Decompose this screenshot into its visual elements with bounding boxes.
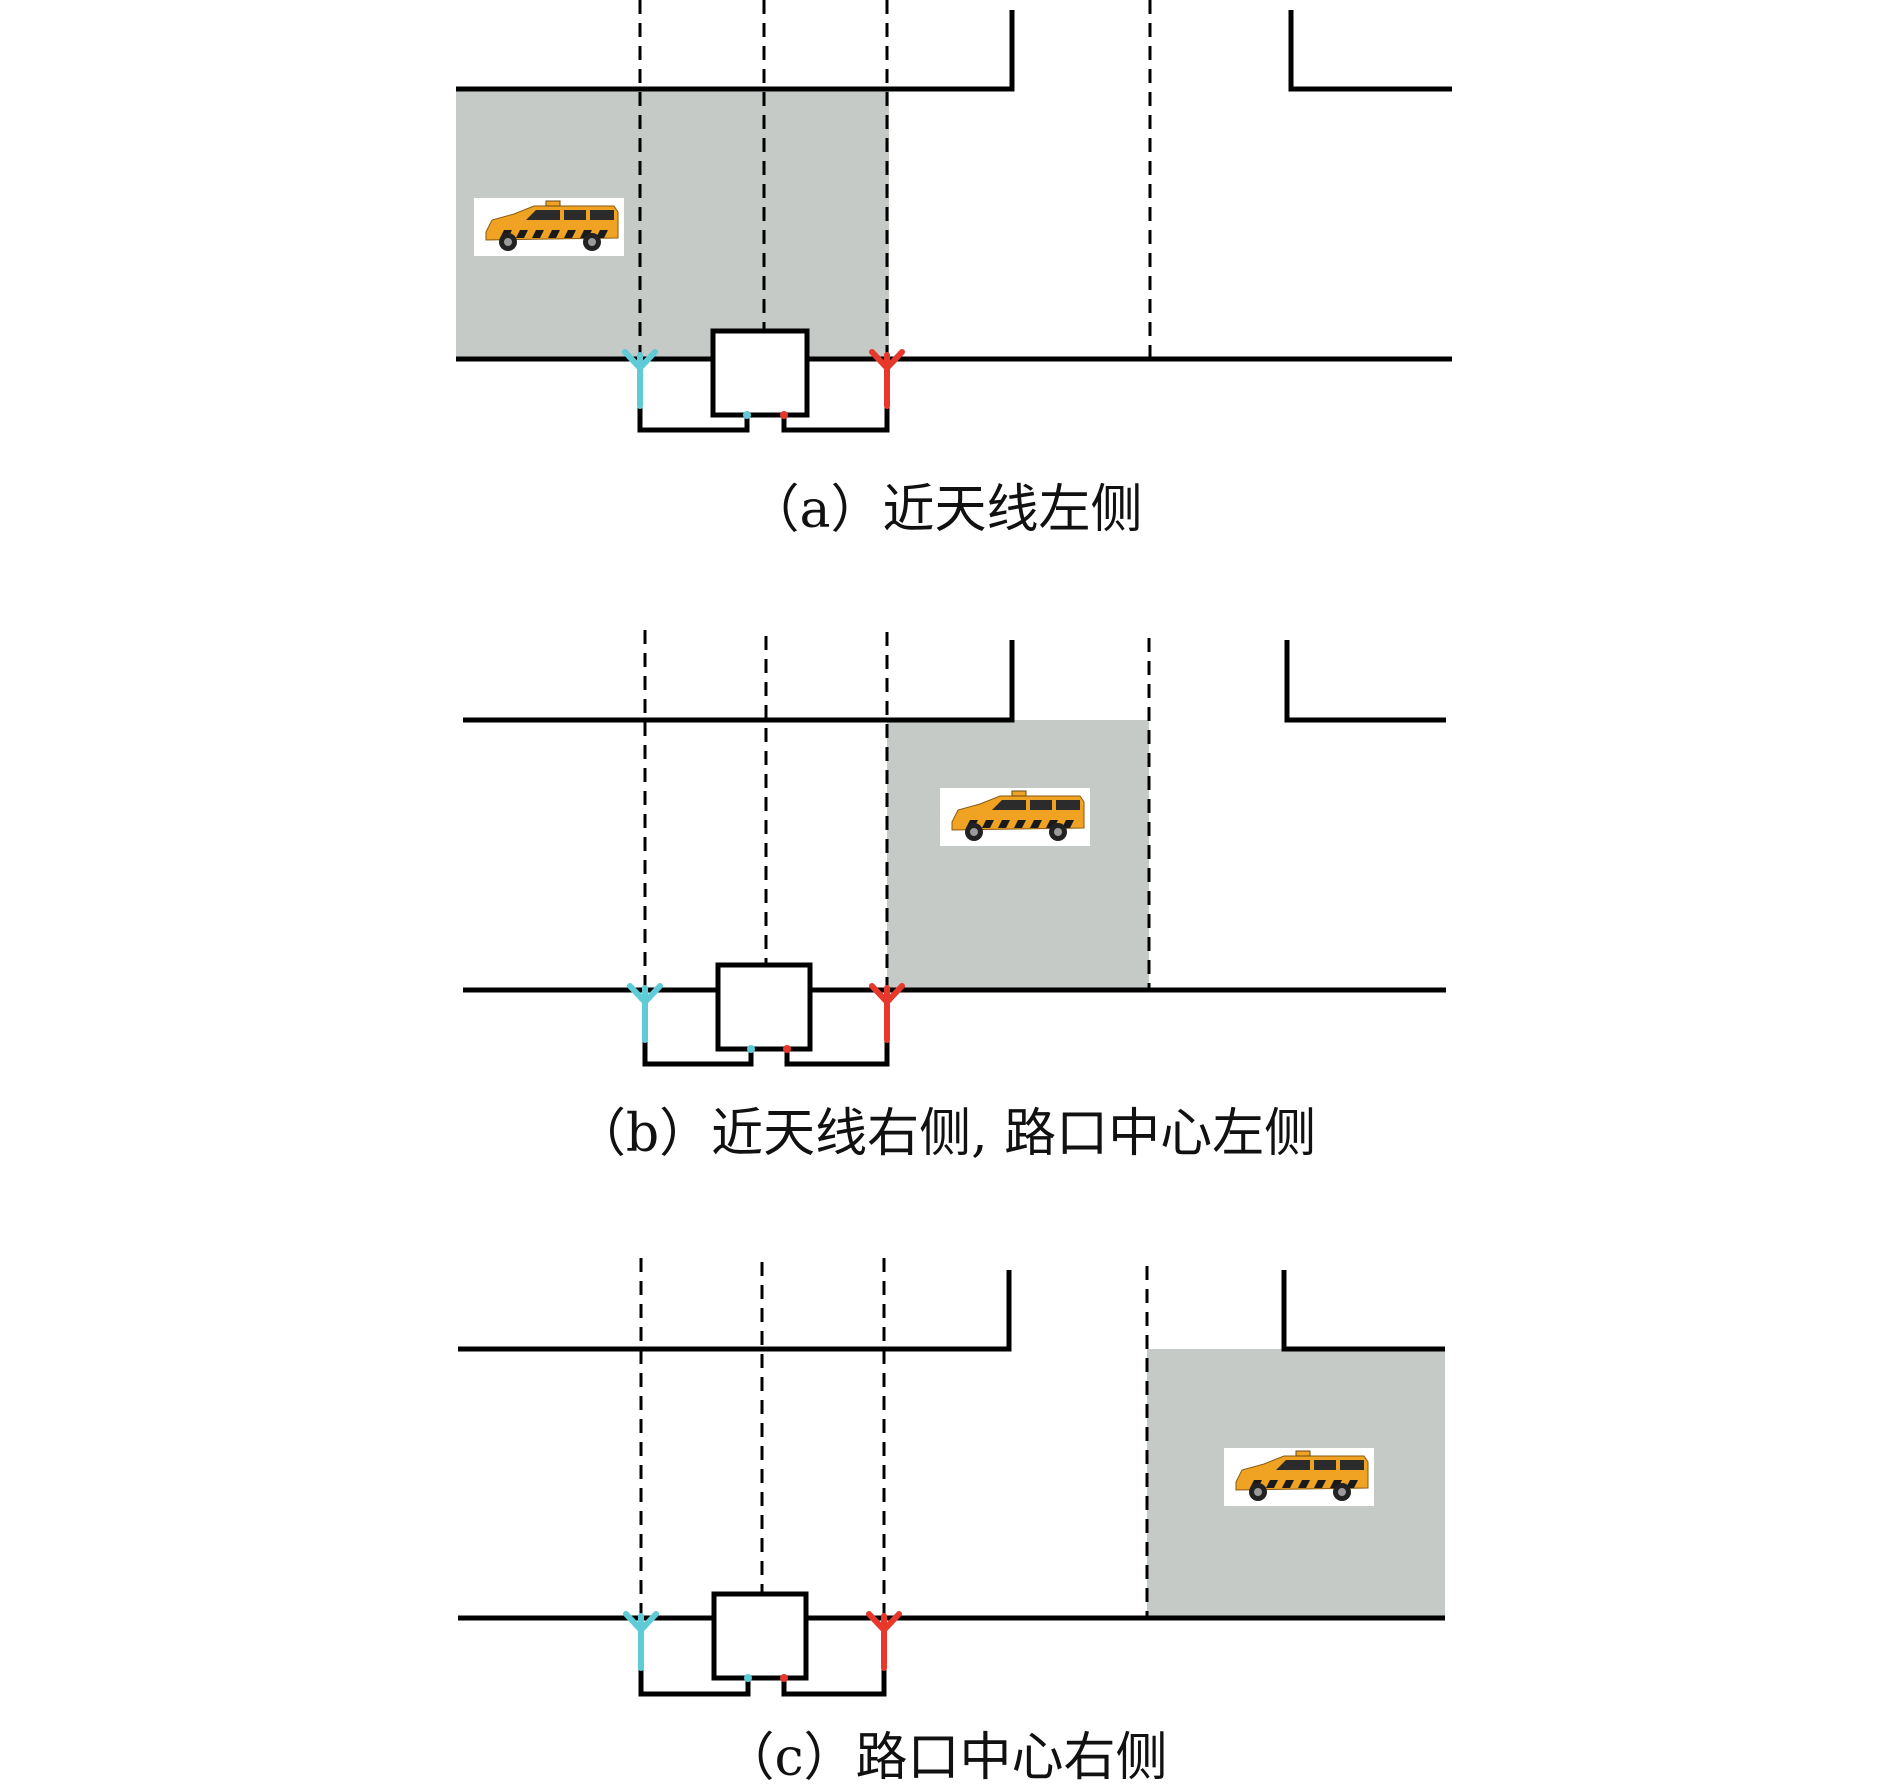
road-top-left-b	[463, 640, 1015, 723]
panel-a	[456, 0, 1452, 433]
vehicle-zone-b	[887, 720, 1149, 990]
antenna-icon	[869, 349, 905, 409]
caption-panel-b: （b）近天线右侧, 路口中心左侧	[573, 1104, 1317, 1164]
car-icon	[473, 197, 625, 257]
road-top-right-b	[1284, 640, 1446, 723]
road-top-left-a	[456, 10, 1015, 92]
base-station-box-c	[711, 1591, 809, 1681]
panel-c	[458, 1258, 1445, 1697]
car-icon	[939, 787, 1091, 847]
caption-panel-c: （c）路口中心右侧	[722, 1728, 1168, 1788]
caption-panel-a: （a）近天线左侧	[747, 480, 1143, 540]
road-top-right-a	[1288, 10, 1452, 92]
car-icon	[1223, 1447, 1375, 1507]
panel-b	[463, 630, 1446, 1067]
antenna-icon	[623, 1611, 659, 1671]
base-station-box-a	[710, 328, 810, 418]
antenna-icon	[869, 983, 905, 1043]
base-station-box-b	[715, 962, 813, 1052]
antenna-icon	[622, 349, 658, 409]
road-top-left-c	[458, 1270, 1012, 1352]
road-top-right-c	[1281, 1270, 1445, 1352]
antenna-icon	[627, 983, 663, 1043]
antenna-icon	[866, 1611, 902, 1671]
